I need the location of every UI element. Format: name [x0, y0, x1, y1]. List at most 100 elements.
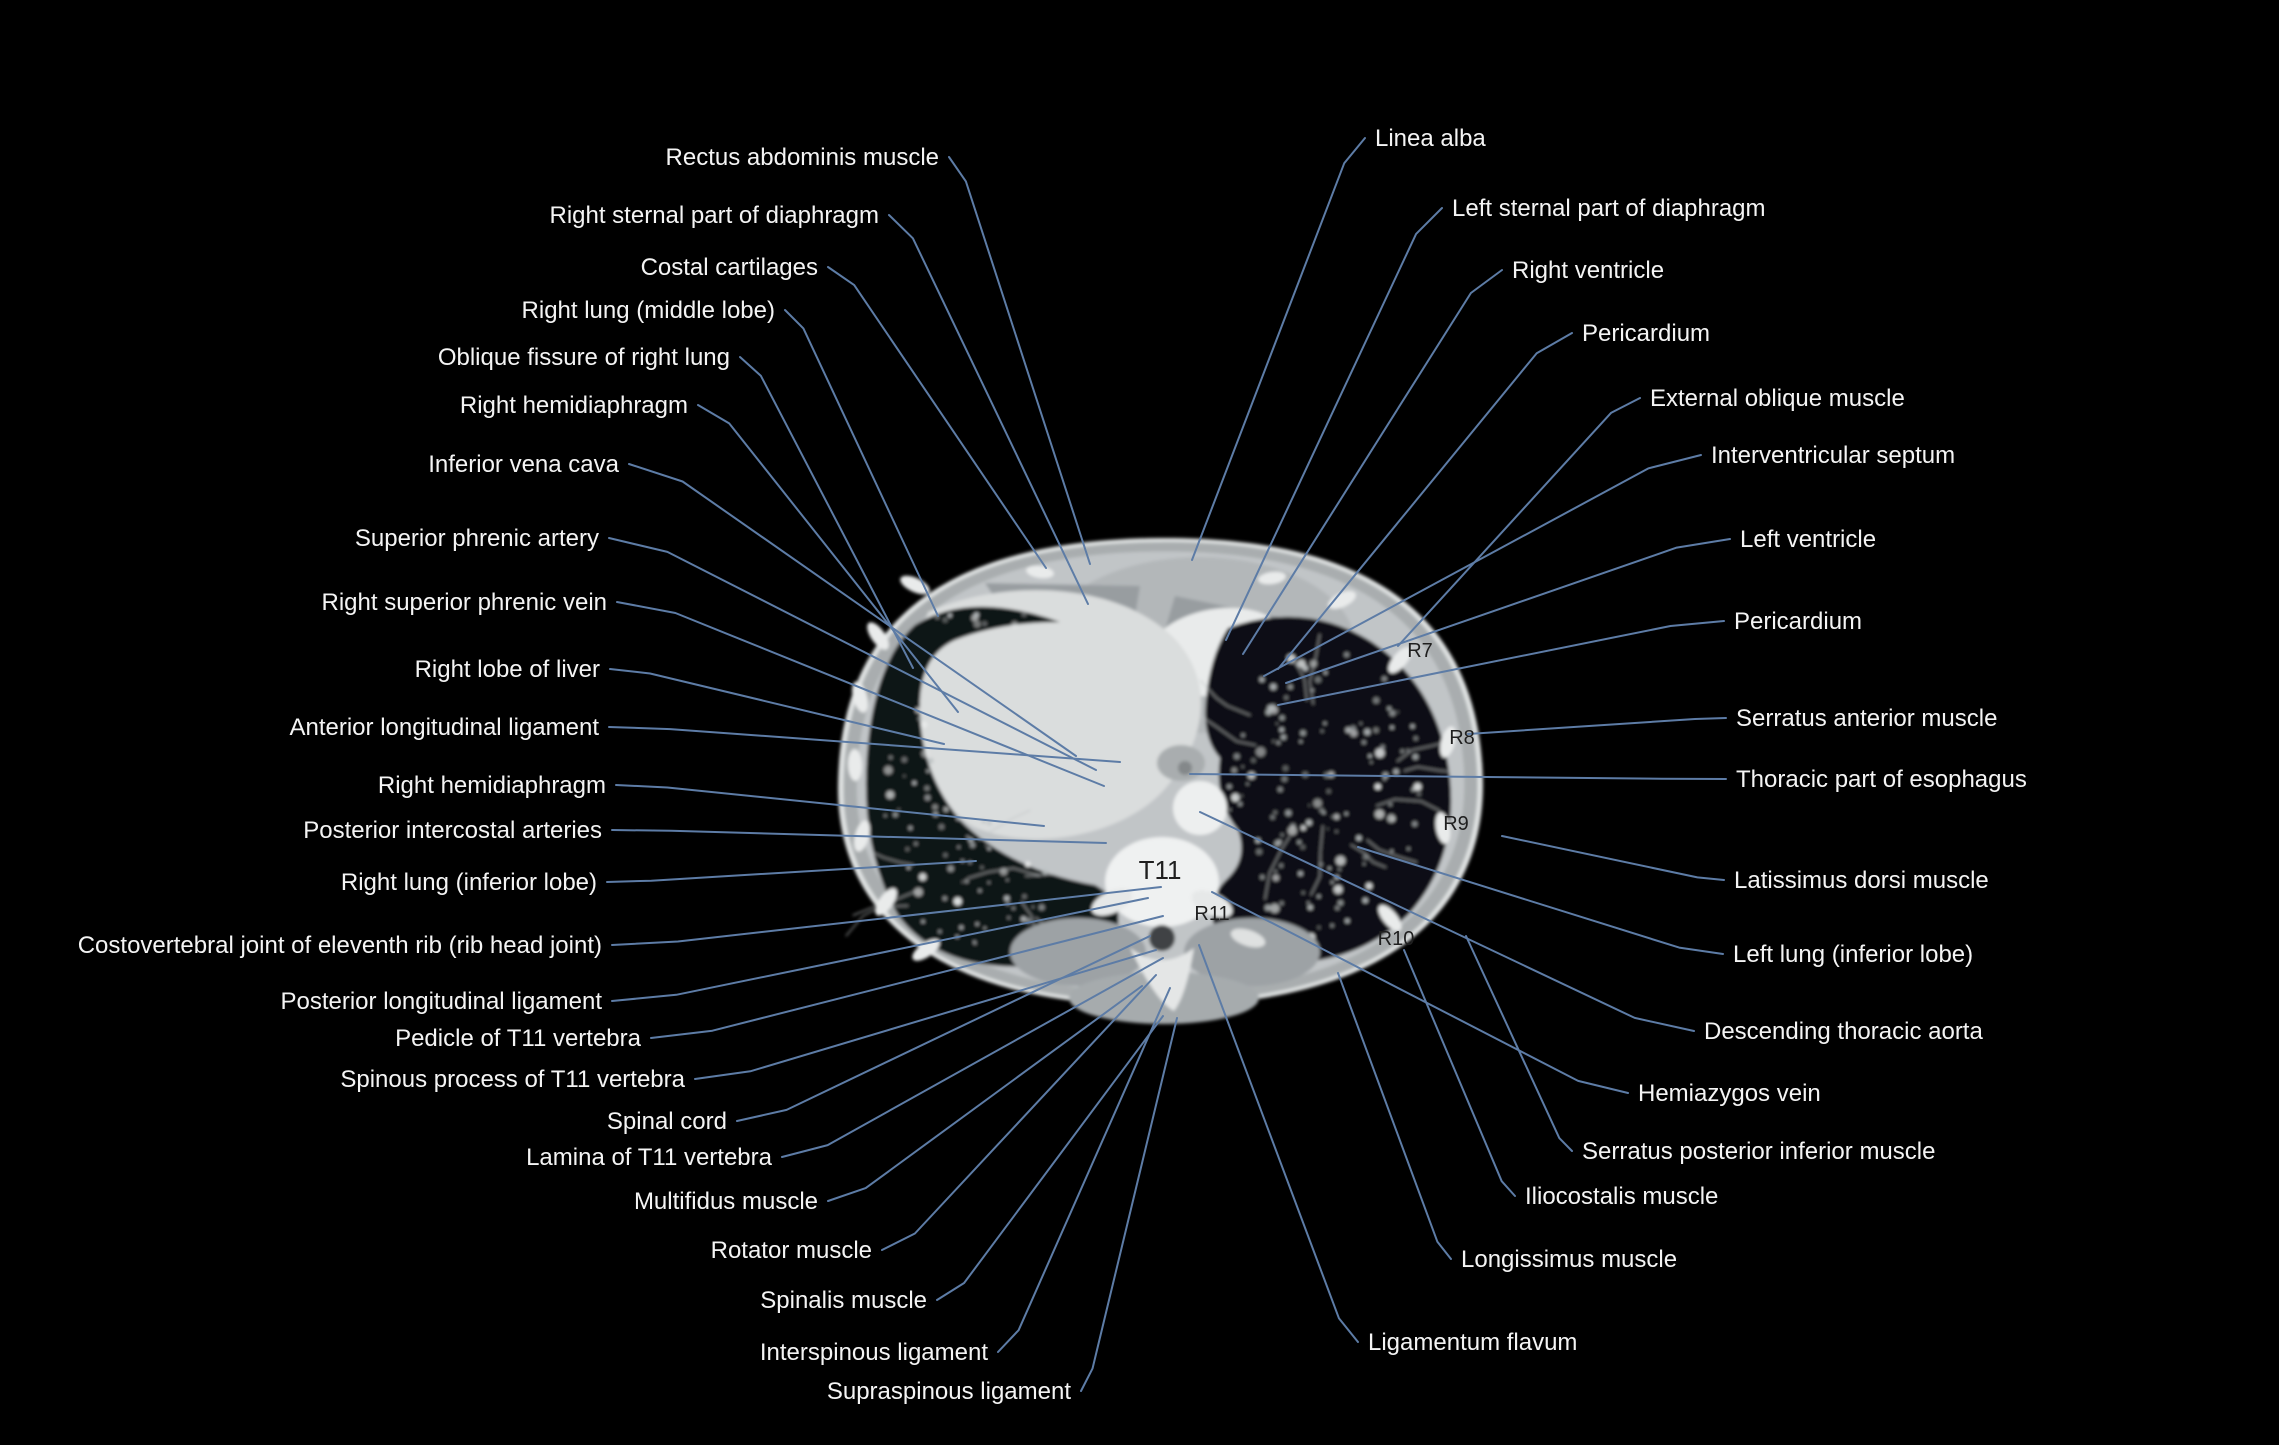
lung-vessel-dot [987, 881, 991, 884]
lung-vessel-dot [985, 844, 988, 847]
anatomy-label-left-19: Lamina of T11 vertebra [526, 1144, 773, 1171]
lung-vessel-dot [1333, 885, 1343, 895]
lung-vessel-dot [1264, 904, 1271, 911]
lung-vessel-dot [921, 919, 925, 924]
inline-label-r11: R11 [1194, 903, 1229, 925]
lung-vessel-branch [1310, 825, 1324, 896]
lung-vessel-dot [1374, 783, 1381, 790]
lung-vessel-dot [1326, 827, 1329, 830]
lung-vessel-dot [1275, 722, 1279, 725]
lung-vessel-dot [1335, 830, 1338, 833]
lung-vessel-dot [1383, 777, 1386, 781]
inline-label-r9: R9 [1443, 813, 1469, 835]
lung-vessel-dot [917, 716, 923, 722]
lung-vessel-dot [1282, 765, 1289, 772]
lung-vessel-dot [1270, 815, 1275, 820]
leader-line-left-11 [615, 784, 1045, 827]
lung-vessel-branch [967, 867, 1041, 880]
leader-line-left-15 [611, 897, 1149, 1002]
anatomy-label-right-2: Right ventricle [1512, 257, 1664, 284]
anatomy-label-left-6: Inferior vena cava [428, 451, 619, 478]
lung-vessel-dot [1307, 904, 1313, 911]
leader-line-right-6 [1285, 538, 1731, 684]
rib-11-fragment [1230, 928, 1266, 948]
lung-vessel-dot [1297, 840, 1302, 845]
lung-vessel-dot [1317, 925, 1321, 930]
anatomy-label-right-1: Left sternal part of diaphragm [1452, 195, 1766, 222]
anatomy-label-left-14: Costovertebral joint of eleventh rib (ri… [78, 932, 602, 959]
lung-vessel-dot [1322, 811, 1326, 815]
leader-line-left-20 [827, 985, 1143, 1202]
anatomy-label-right-7: Pericardium [1734, 608, 1862, 635]
lung-vessel-dot [1006, 878, 1009, 882]
lung-vessel-dot [886, 790, 895, 799]
lung-vessel-dot [1240, 794, 1243, 797]
lung-vessel-dot [1344, 812, 1348, 816]
anatomy-label-right-17: Ligamentum flavum [1368, 1329, 1577, 1356]
spinal-canal [1149, 925, 1175, 951]
lung-vessel-dot [1406, 749, 1410, 752]
lung-vessel-dot [1277, 787, 1283, 792]
lung-vessel-dot [1308, 804, 1311, 807]
lung-vessel-dot [924, 785, 930, 791]
lung-vessel-dot [943, 853, 948, 858]
leader-line-left-7 [608, 537, 1097, 771]
anatomy-label-left-10: Anterior longitudinal ligament [289, 714, 599, 741]
lung-vessel-branch [866, 849, 914, 866]
lung-vessel-dot [1241, 733, 1245, 737]
leader-line-right-17 [1198, 944, 1359, 1343]
anatomy-label-right-3: Pericardium [1582, 320, 1710, 347]
lung-vessel-dot [1231, 767, 1237, 774]
leader-line-left-8 [616, 601, 1105, 787]
lung-vessel-dot [1276, 740, 1281, 745]
inline-label-r7: R7 [1407, 640, 1433, 662]
lung-vessel-dot [1020, 916, 1027, 922]
lung-vessel-dot [982, 621, 988, 627]
lung-vessel-dot [1323, 721, 1327, 725]
lung-vessel-dot [1273, 869, 1278, 874]
lung-vessel-dot [957, 845, 961, 849]
anatomy-label-right-11: Left lung (inferior lobe) [1733, 941, 1973, 968]
lung-vessel-dot [921, 749, 930, 758]
lung-vessel-dot [1299, 740, 1303, 743]
lung-vessel-branch [1199, 679, 1251, 716]
leader-line-left-14 [611, 886, 1162, 946]
leader-line-left-9 [609, 668, 945, 745]
lung-vessel-dot [1390, 725, 1394, 730]
lung-vessel-dot [927, 757, 934, 764]
leader-line-left-23 [997, 987, 1171, 1353]
lung-vessel-dot [914, 887, 923, 897]
lung-vessel-dot [1381, 676, 1387, 682]
lung-vessel-dot [1287, 826, 1297, 836]
lung-vessel-dot [987, 846, 991, 851]
lung-vessel-dot [1333, 814, 1340, 820]
lung-vessel-dot [1279, 901, 1284, 906]
anatomy-label-right-16: Longissimus muscle [1461, 1246, 1677, 1273]
lung-vessel-dot [959, 925, 964, 930]
anatomy-label-left-0: Rectus abdominis muscle [666, 144, 939, 171]
lung-vessel-dot [1356, 835, 1362, 841]
lung-vessel-dot [1279, 863, 1284, 868]
lung-vessel-dot [1370, 761, 1373, 764]
lung-vessel-dot [1307, 901, 1310, 904]
anatomy-label-right-0: Linea alba [1375, 125, 1486, 152]
rib-cross-sections [847, 565, 1456, 961]
leader-line-right-2 [1242, 269, 1503, 655]
anatomy-label-left-5: Right hemidiaphragm [460, 392, 688, 419]
lung-vessel-dot [973, 620, 981, 628]
right-lung [865, 606, 1119, 967]
lung-vessel-dot [1400, 749, 1405, 754]
lung-vessel-dot [1373, 697, 1380, 704]
anatomy-label-left-23: Interspinous ligament [760, 1339, 988, 1366]
leader-line-right-16 [1337, 972, 1452, 1260]
anatomy-label-right-12: Descending thoracic aorta [1704, 1018, 1983, 1045]
lung-vessel-dot [914, 841, 918, 846]
liver [917, 590, 1201, 839]
lung-vessel-dot [1032, 906, 1034, 908]
lung-vessel-dot [1361, 740, 1366, 745]
lung-vessel-dot [1246, 782, 1249, 786]
lung-vessel-dot [1413, 783, 1422, 791]
